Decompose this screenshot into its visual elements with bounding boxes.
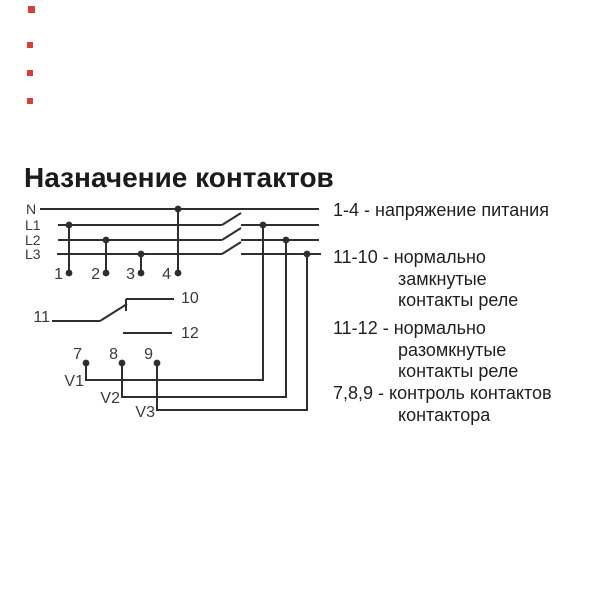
output-label-v2: V2 — [100, 390, 120, 407]
switch-blade-l3 — [221, 241, 242, 255]
relay-no-label: 12 — [181, 325, 199, 342]
red-bullet-marker — [28, 6, 35, 13]
legend-entry-nc: 11-10 - нормально замкнутые контакты рел… — [333, 247, 599, 312]
monitor-loop-v3 — [156, 254, 308, 411]
legend-prefix: 7,8,9 - — [333, 383, 385, 403]
red-bullet-marker — [27, 98, 33, 104]
relay-common-label: 11 — [33, 309, 50, 326]
terminal-label-3: 3 — [126, 266, 135, 283]
legend-line: нормально — [393, 318, 486, 338]
red-bullet-marker — [27, 42, 33, 48]
legend-line: контроль контактов — [389, 383, 552, 403]
terminal-label-2: 2 — [91, 266, 100, 283]
legend-prefix: 11-10 - — [333, 247, 389, 267]
terminal-label-8: 8 — [109, 346, 118, 363]
legend-entry-monitor: 7,8,9 - контроль контактов контактора — [333, 383, 599, 426]
red-bullet-marker — [27, 70, 33, 76]
relay-nc-label: 10 — [181, 290, 199, 307]
bus-label-l3: L3 — [25, 246, 41, 262]
page-title: Назначение контактов — [24, 162, 334, 193]
bus-label-l1: L1 — [25, 217, 41, 233]
legend-line: нормально — [393, 247, 486, 267]
monitor-loop-v2 — [121, 240, 287, 398]
output-label-v3: V3 — [135, 404, 155, 421]
legend-line: разомкнутые — [398, 339, 507, 360]
terminal-label-9: 9 — [144, 346, 153, 363]
legend-line: контакты реле — [398, 361, 519, 381]
output-label-v1: V1 — [64, 373, 84, 390]
legend-line: замкнутые — [398, 268, 487, 289]
monitor-loop-v1 — [85, 225, 264, 381]
legend-line: контактора — [398, 404, 491, 425]
switch-blade-l2 — [221, 227, 242, 241]
legend-entry-no: 11-12 - нормально разомкнутые контакты р… — [333, 318, 599, 383]
legend-line: напряжение питания — [375, 200, 549, 220]
relay-arm — [99, 303, 128, 322]
bus-label-l2: L2 — [25, 232, 41, 248]
terminal-label-4: 4 — [162, 266, 171, 283]
terminal-label-7: 7 — [73, 346, 82, 363]
junction-dots — [65, 205, 311, 367]
bus-label-n: N — [26, 201, 37, 217]
switch-blade-l1 — [221, 212, 242, 226]
terminal-label-1: 1 — [54, 266, 63, 283]
legend-line: контакты реле — [398, 290, 519, 310]
legend-prefix: 11-12 - — [333, 318, 389, 338]
legend-entry-supply: 1-4 - напряжение питания — [333, 200, 599, 222]
legend-prefix: 1-4 - — [333, 200, 371, 220]
